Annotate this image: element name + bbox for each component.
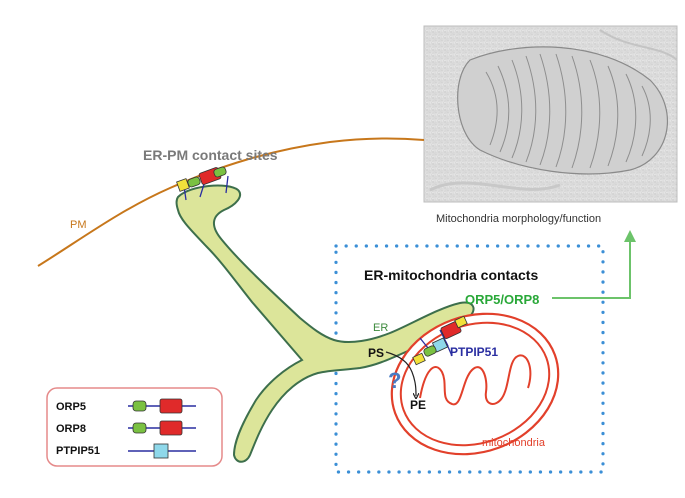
ps-label: PS (368, 346, 384, 360)
function-arrow (552, 230, 636, 299)
er-mito-contacts-title: ER-mitochondria contacts (364, 267, 538, 283)
legend-item-orp8: ORP8 (56, 420, 196, 436)
legend-item-ptpip51: PTPIP51 (56, 443, 196, 459)
er-mito-contact-box (334, 244, 605, 474)
ptpip51-label: PTPIP51 (450, 345, 498, 359)
orp5-orp8-label: ORP5/ORP8 (465, 292, 539, 307)
mitochondrion (390, 312, 560, 456)
svg-text:ORP8: ORP8 (56, 423, 86, 435)
svg-text:PTPIP51: PTPIP51 (56, 445, 100, 457)
ps-pe-arrow (385, 351, 416, 396)
svg-text:ORP5: ORP5 (56, 401, 86, 413)
plasma-membrane-line (37, 137, 425, 267)
legend-item-orp5: ORP5 (56, 398, 196, 414)
er-pm-contacts-title: ER-PM contact sites (143, 147, 278, 163)
micrograph-caption: Mitochondria morphology/function (436, 213, 601, 225)
mitochondria-label: mitochondria (482, 437, 546, 449)
orp-tether-er-pm (176, 166, 229, 201)
pm-label: PM (70, 219, 87, 231)
pe-label: PE (410, 398, 426, 412)
er-label: ER (373, 322, 388, 334)
question-mark: ? (388, 368, 401, 393)
er-network (175, 184, 475, 463)
mitochondria-micrograph (423, 25, 678, 203)
orp-ptpip51-tether (412, 315, 468, 366)
legend: ORP5 ORP8 PTPIP51 (46, 387, 223, 467)
